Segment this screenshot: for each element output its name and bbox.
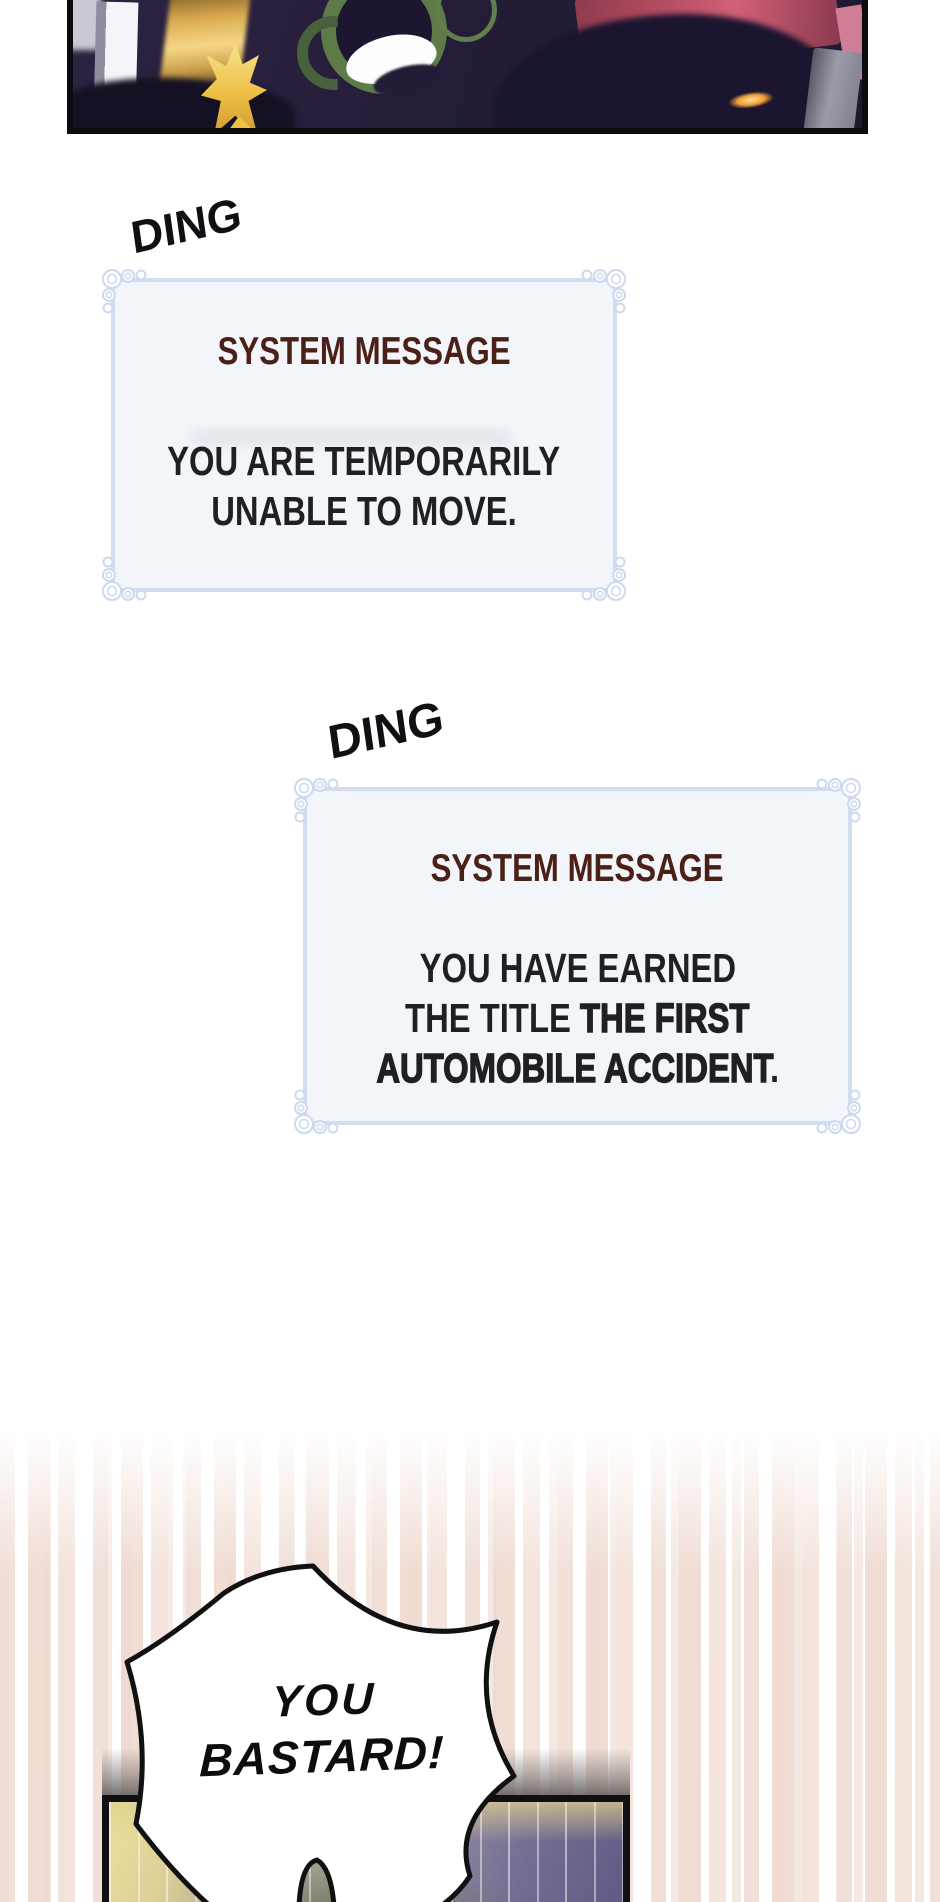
message-line-text: THE TITLE THE FIRST xyxy=(405,993,751,1043)
system-message-box-2: SYSTEM MESSAGE YOU HAVE EARNED THE TITLE… xyxy=(294,778,861,1134)
message-line-text: UNABLE TO MOVE. xyxy=(211,488,517,534)
panel-art-green-arc xyxy=(297,16,338,90)
message-segment-bold: AUTOMOBILE ACCIDENT xyxy=(376,1044,771,1091)
bottom-comic-panel xyxy=(102,1795,630,1902)
message-line: YOU ARE TEMPORARILY xyxy=(115,436,613,486)
panel-art-goggle-ring xyxy=(435,0,497,42)
corner-flourish-icon xyxy=(294,778,339,823)
panel-art-dark-silhouette-left xyxy=(73,78,295,128)
corner-flourish-icon xyxy=(816,1089,861,1134)
top-comic-panel xyxy=(67,0,868,134)
speed-lines-fade xyxy=(0,1418,940,1573)
message-line: THE TITLE THE FIRST xyxy=(307,993,848,1043)
message-line-text: AUTOMOBILE ACCIDENT. xyxy=(376,1043,779,1093)
corner-flourish-icon xyxy=(581,269,626,314)
message-line: YOU HAVE EARNED xyxy=(307,943,848,993)
corner-flourish-icon xyxy=(102,556,147,601)
speech-line: BASTARD! xyxy=(198,1725,446,1787)
system-message-body: YOU ARE TEMPORARILY UNABLE TO MOVE. xyxy=(115,436,613,536)
system-message-title: SYSTEM MESSAGE xyxy=(307,847,848,891)
speech-bubble-text: YOU BASTARD! xyxy=(166,1668,480,1789)
corner-flourish-icon xyxy=(581,556,626,601)
message-segment: THE TITLE xyxy=(405,995,581,1041)
sfx-ding-1: DING xyxy=(127,187,245,264)
corner-flourish-icon xyxy=(102,269,147,314)
message-segment: . xyxy=(769,1045,779,1091)
sfx-ding-2: DING xyxy=(324,689,447,770)
message-line: AUTOMOBILE ACCIDENT. xyxy=(307,1043,848,1093)
message-line: UNABLE TO MOVE. xyxy=(115,486,613,536)
system-message-title: SYSTEM MESSAGE xyxy=(115,330,613,374)
corner-flourish-icon xyxy=(816,778,861,823)
faint-smudge xyxy=(189,430,514,446)
message-line-text: YOU HAVE EARNED xyxy=(419,945,736,991)
corner-flourish-icon xyxy=(294,1089,339,1134)
system-message-title-text: SYSTEM MESSAGE xyxy=(430,847,724,890)
system-message-box-1: SYSTEM MESSAGE YOU ARE TEMPORARILY UNABL… xyxy=(102,269,626,601)
panel-art-gray-column xyxy=(802,47,862,128)
system-message-title-text: SYSTEM MESSAGE xyxy=(217,330,511,373)
message-line-text: YOU ARE TEMPORARILY xyxy=(167,438,561,484)
message-segment-bold: THE FIRST xyxy=(580,994,751,1041)
system-message-body: YOU HAVE EARNED THE TITLE THE FIRST AUTO… xyxy=(307,943,848,1093)
